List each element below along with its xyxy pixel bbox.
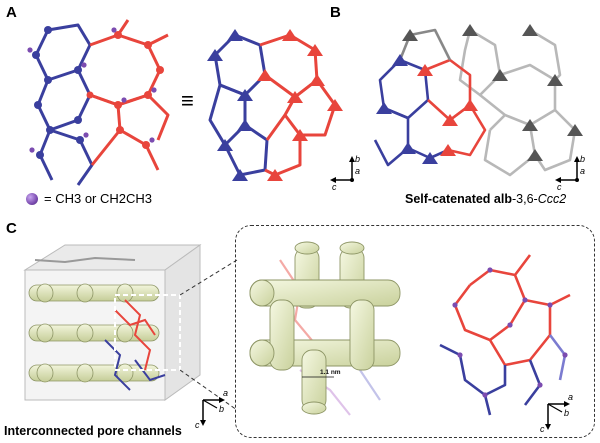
axis-a-label: a — [355, 166, 360, 176]
pore-channels-caption: Interconnected pore channels — [4, 424, 182, 438]
axis-b-label: b — [355, 154, 360, 164]
pore-channel-block — [23, 244, 238, 411]
axis-a-label: a — [223, 388, 228, 398]
substituent-sphere-icon — [26, 193, 38, 205]
axes-indicator-b: b a c — [555, 154, 585, 192]
substituent-legend-text: = CH3 or CH2CH3 — [44, 191, 153, 206]
axis-a-label: a — [580, 166, 585, 176]
pore-junction-zoom: 1.1 nm — [249, 241, 401, 416]
panel-letter-b: B — [330, 4, 341, 21]
axis-b-label: b — [564, 408, 569, 418]
axis-c-label: c — [557, 182, 562, 192]
axis-b-label: b — [580, 154, 585, 164]
axes-indicator-a: b a c — [330, 154, 360, 192]
zoom-inset-box — [235, 225, 595, 438]
axes-indicator-c-right: a b c — [540, 392, 573, 434]
caption-italic-part: Ccc2 — [537, 192, 567, 206]
equivalence-symbol: ≡ — [181, 88, 194, 113]
net-topology-caption: Self-catenated alb-3,6-Ccc2 — [405, 192, 566, 206]
framework-zoom — [439, 254, 571, 416]
axis-c-label: c — [540, 424, 545, 434]
axis-a-label: a — [568, 392, 573, 402]
caption-rest-part: -3,6- — [511, 192, 538, 206]
caption-bold-part: Self-catenated alb — [405, 192, 512, 206]
catenated-net-b — [373, 24, 583, 177]
framework-structure-a — [27, 19, 170, 186]
axes-indicator-c-left: a b c — [195, 388, 228, 430]
axis-c-label: c — [195, 420, 200, 430]
simplified-net-a — [207, 29, 343, 181]
axis-c-label: c — [332, 182, 337, 192]
panel-letter-c: C — [6, 220, 17, 237]
panel-letter-a: A — [6, 4, 17, 21]
pore-diameter-label: 1.1 nm — [320, 369, 341, 376]
axis-b-label: b — [219, 404, 224, 414]
